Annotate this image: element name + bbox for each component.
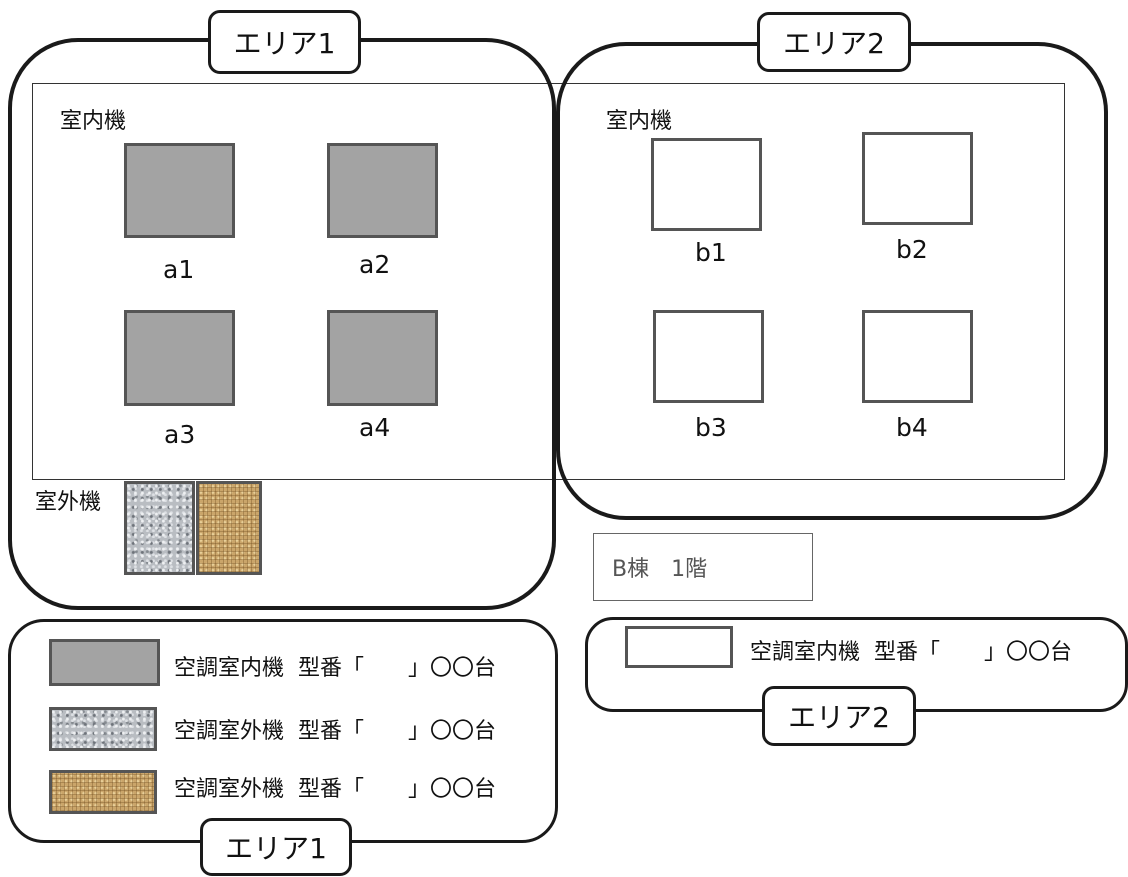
legend-area2-title: エリア2 <box>762 686 916 746</box>
unit-label-a2: a2 <box>359 250 391 279</box>
unit-label-a4: a4 <box>359 413 391 442</box>
legend-area1-item-2: 空調室外機 型番「 」〇〇台 <box>174 719 496 744</box>
indoor-unit-b3 <box>653 310 764 403</box>
legend-indoor-swatch <box>49 639 160 686</box>
unit-label-b2: b2 <box>896 235 928 264</box>
legend-indoor-empty-swatch <box>625 626 733 668</box>
outdoor-unit-burlap <box>196 481 262 575</box>
legend-outdoor-burlap-swatch <box>49 770 157 814</box>
legend-area2-item-1: 空調室内機 型番「 」〇〇台 <box>750 640 1072 665</box>
legend-area1-title: エリア1 <box>200 818 352 876</box>
indoor-unit-b4 <box>862 310 973 403</box>
legend-area1-item-1: 空調室内機 型番「 」〇〇台 <box>174 656 496 681</box>
building-floor-label: B棟 1階 <box>593 533 813 601</box>
area2-indoor-label: 室内機 <box>606 109 673 134</box>
legend-outdoor-granite-swatch <box>49 707 157 751</box>
area1-outdoor-label: 室外機 <box>35 490 102 515</box>
indoor-unit-a2 <box>327 143 438 238</box>
unit-label-b3: b3 <box>695 413 727 442</box>
unit-label-a1: a1 <box>163 255 195 284</box>
indoor-unit-b1 <box>651 138 762 231</box>
unit-label-b4: b4 <box>896 413 928 442</box>
indoor-unit-a4 <box>327 310 438 406</box>
outdoor-unit-granite <box>124 481 195 575</box>
indoor-unit-a3 <box>124 310 235 406</box>
legend-area1-item-3: 空調室外機 型番「 」〇〇台 <box>174 777 496 802</box>
indoor-unit-b2 <box>862 132 973 225</box>
area2-title: エリア2 <box>757 12 911 72</box>
area1-indoor-label: 室内機 <box>60 109 127 134</box>
unit-label-b1: b1 <box>695 238 727 267</box>
area1-title: エリア1 <box>208 10 361 74</box>
unit-label-a3: a3 <box>164 420 196 449</box>
indoor-unit-a1 <box>124 143 235 238</box>
